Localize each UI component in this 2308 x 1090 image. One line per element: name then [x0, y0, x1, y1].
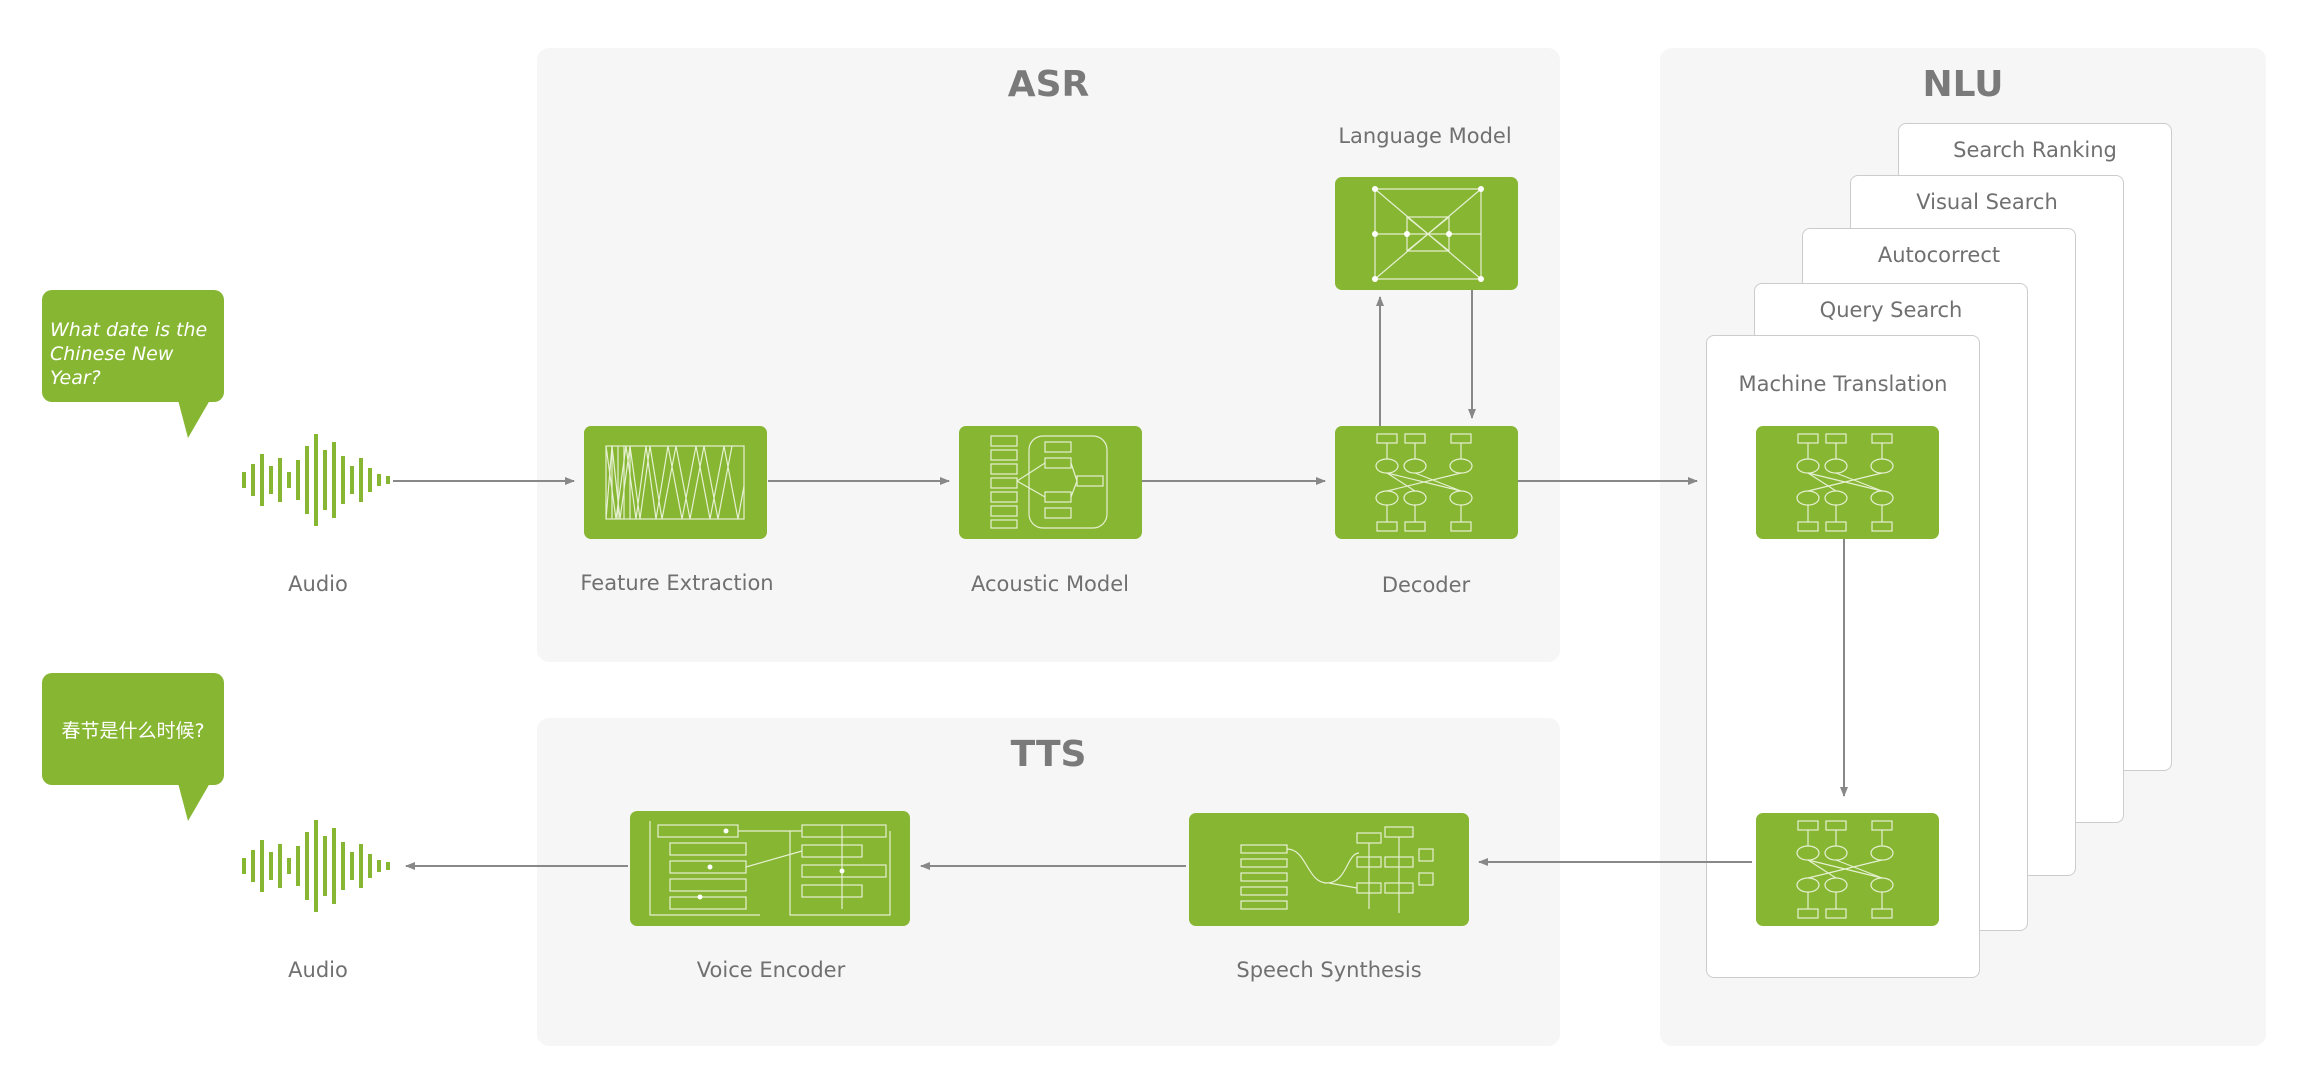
asr-title: ASR — [1007, 64, 1090, 105]
translation-decoder-icon — [1796, 820, 1894, 919]
acoustic-model-icon — [990, 435, 1108, 529]
input-speech-bubble: What date is the Chinese New Year? — [42, 290, 224, 438]
speech-synthesis-label: Speech Synthesis — [1236, 958, 1422, 982]
machine-translation-decoder-node — [1756, 813, 1939, 926]
language-model-icon — [1372, 186, 1484, 282]
card-title: Visual Search — [1916, 190, 2058, 214]
bubble-tail — [178, 783, 210, 821]
acoustic-model-label: Acoustic Model — [971, 572, 1129, 596]
output-audio-waveform-icon — [242, 820, 390, 912]
language-model-label: Language Model — [1338, 124, 1512, 148]
speech-synthesis-node — [1189, 813, 1469, 926]
tts-title: TTS — [1010, 734, 1087, 775]
output-audio-label: Audio — [288, 958, 348, 982]
language-model-node — [1335, 177, 1518, 290]
machine-translation-encoder-node — [1756, 426, 1939, 539]
input-audio-waveform-icon — [242, 434, 390, 526]
card-title: Query Search — [1819, 298, 1963, 322]
input-question-text: What date is the Chinese New Year? — [50, 319, 208, 389]
feature-extraction-label: Feature Extraction — [580, 571, 774, 595]
input-audio-label: Audio — [288, 572, 348, 596]
bubble-tail — [178, 400, 210, 438]
output-question-text: 春节是什么时候? — [61, 720, 205, 742]
speech-synthesis-icon — [1240, 826, 1434, 913]
decoder-node — [1335, 426, 1518, 539]
asr-panel: ASR — [537, 48, 1560, 662]
card-title: Machine Translation — [1738, 372, 1948, 396]
card-title: Autocorrect — [1877, 243, 2001, 267]
card-title: Search Ranking — [1953, 138, 2117, 162]
voice-encoder-node — [630, 811, 910, 926]
feature-extraction-icon — [605, 445, 745, 520]
translation-encoder-icon — [1796, 433, 1894, 532]
decoder-icon — [1375, 433, 1473, 532]
acoustic-model-node — [959, 426, 1142, 539]
output-speech-bubble: 春节是什么时候? — [42, 673, 224, 821]
nlu-title: NLU — [1922, 64, 2004, 105]
feature-extraction-node — [584, 426, 767, 539]
voice-encoder-icon — [649, 821, 891, 916]
voice-encoder-label: Voice Encoder — [696, 958, 846, 982]
decoder-label: Decoder — [1381, 573, 1471, 597]
